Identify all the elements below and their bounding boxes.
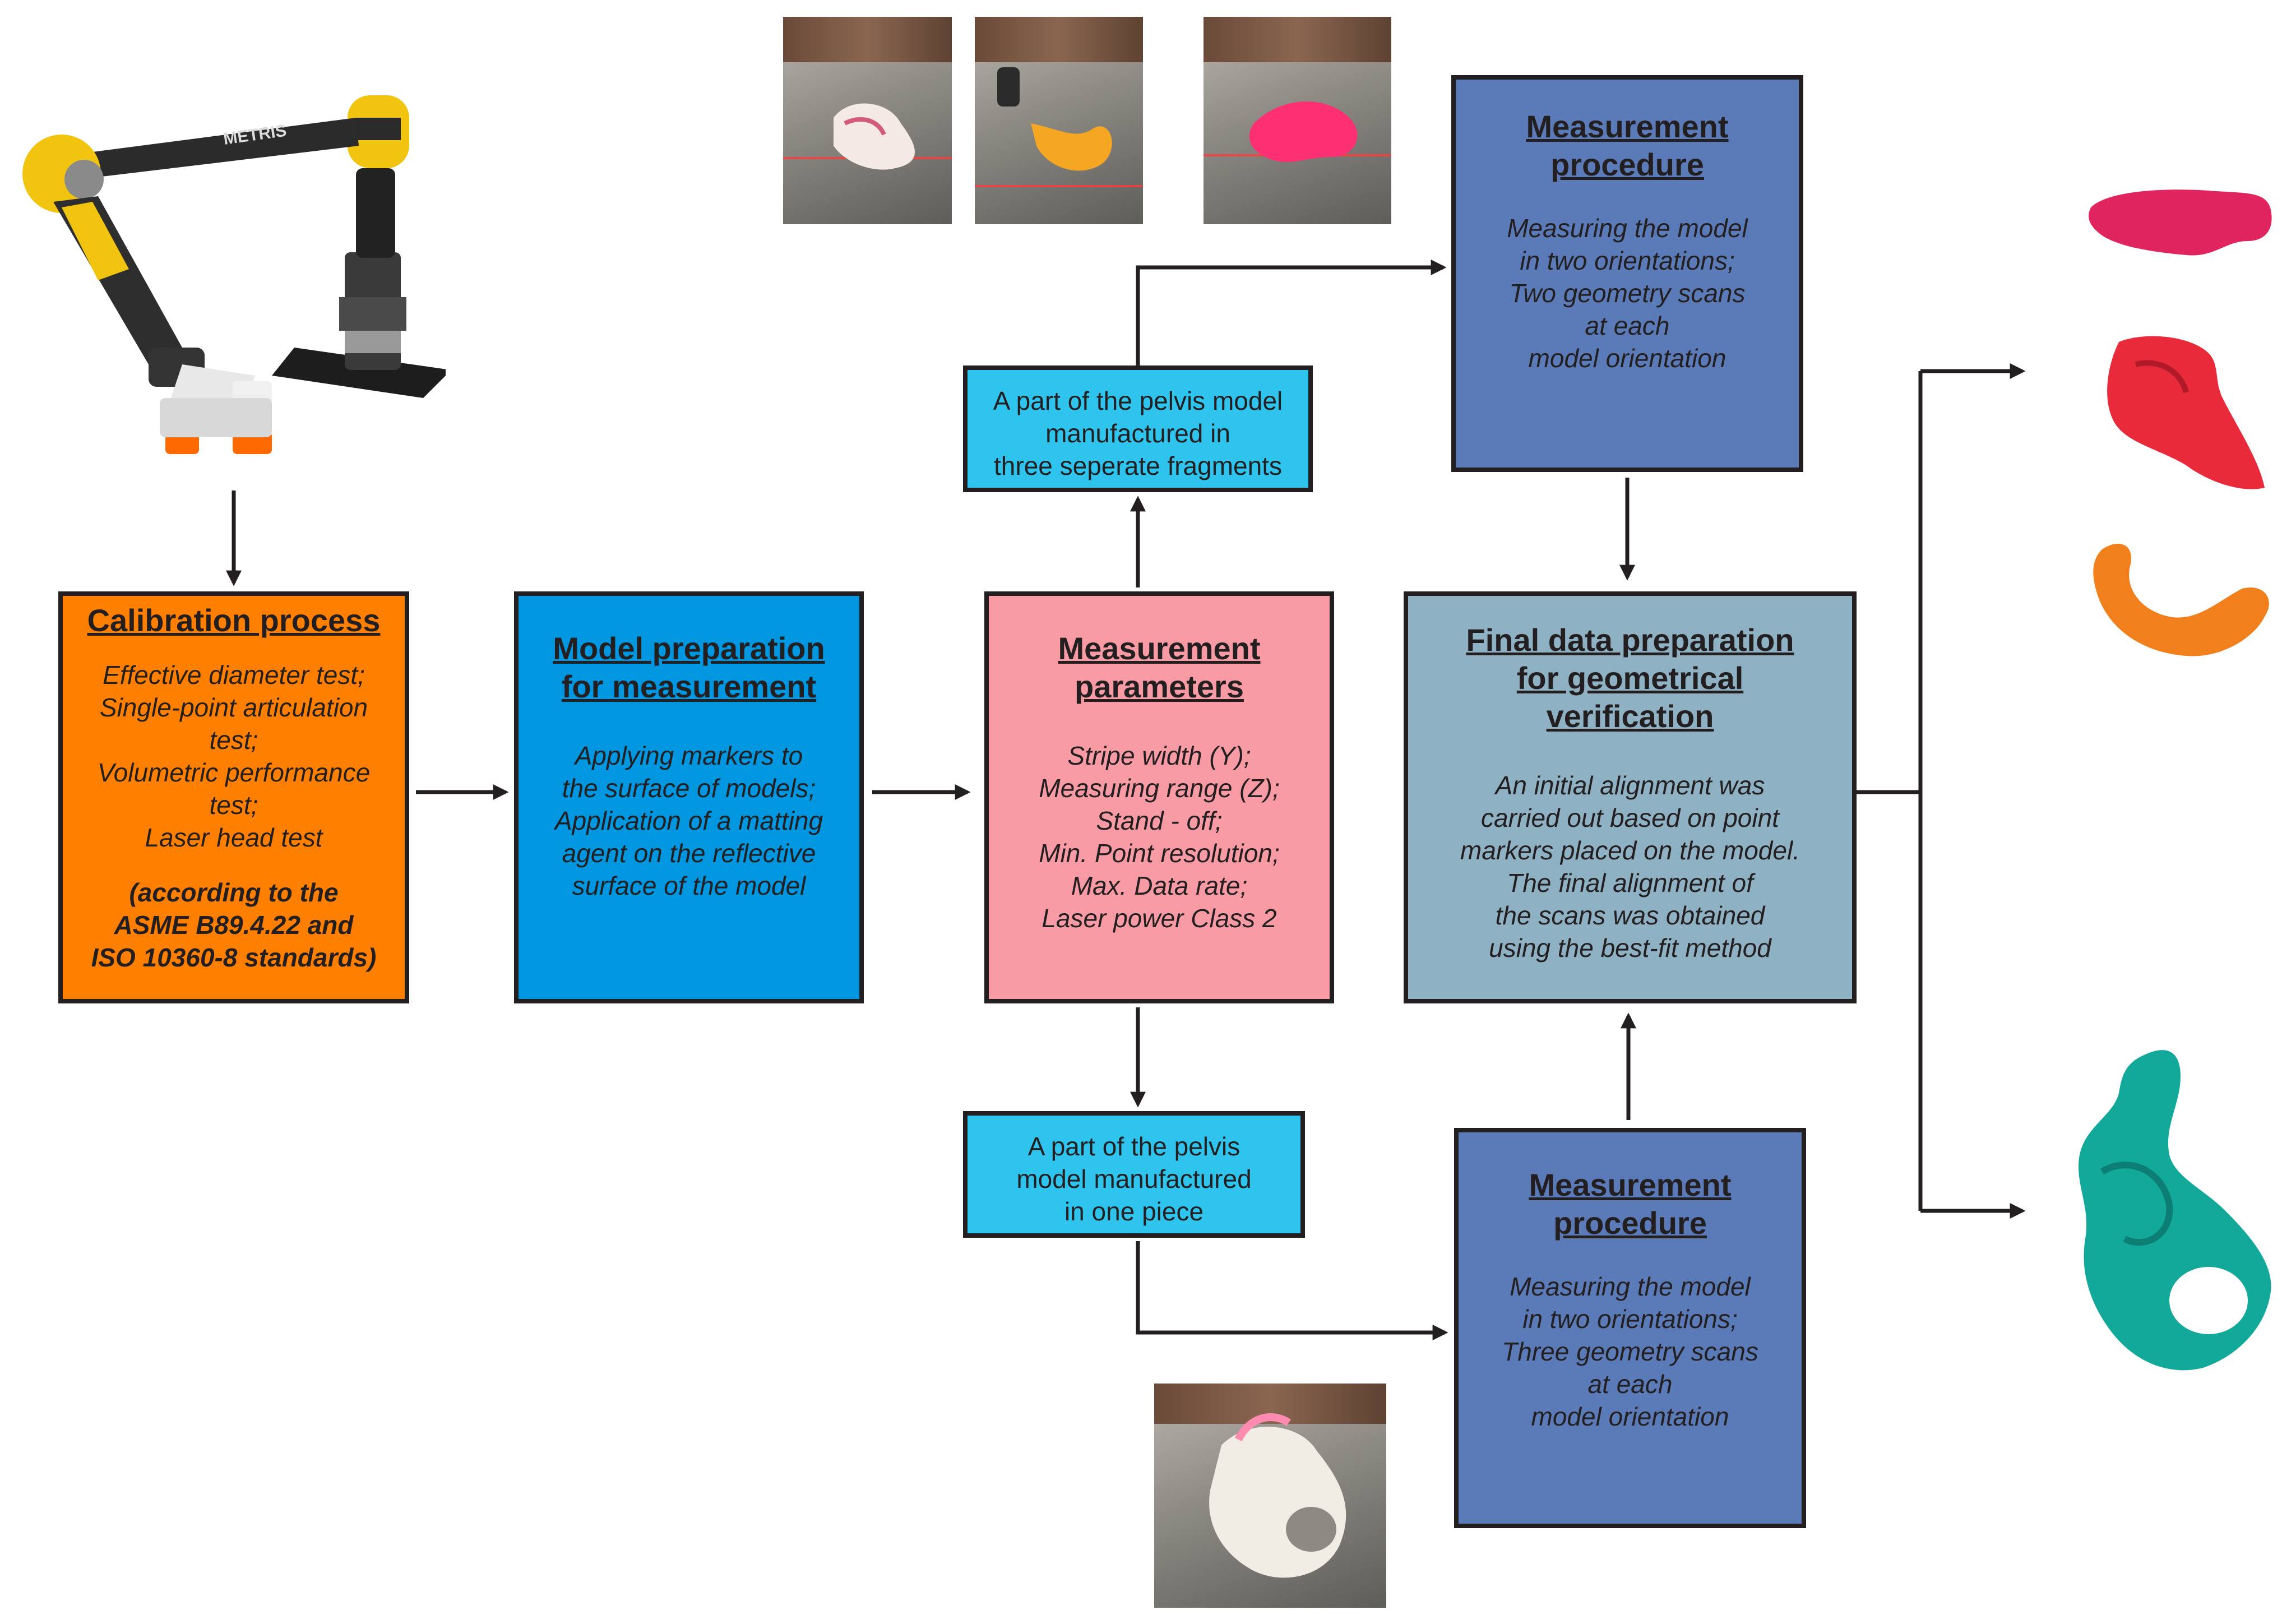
- model-preparation-body: Applying markers to the surface of model…: [554, 741, 823, 900]
- scanned-orange-fragment-icon: [2093, 544, 2269, 656]
- arrow-three-fragments-to-procedure-top: [1136, 260, 1447, 365]
- measurement-procedure-bottom-box: Measurement procedure Measuring the mode…: [1454, 1128, 1806, 1528]
- procedure-bottom-title: Measurement procedure: [1529, 1167, 1732, 1241]
- measurement-procedure-top-box: Measurement procedure Measuring the mode…: [1451, 75, 1803, 472]
- one-piece-box: A part of the pelvis model manufactured …: [963, 1111, 1305, 1238]
- scan-photo-orange-fragment: [975, 17, 1143, 224]
- model-preparation-box: Model preparation for measurement Applyi…: [514, 591, 864, 1003]
- calibration-standards-note: (according to the ASME B89.4.22 and ISO …: [91, 878, 377, 972]
- procedure-top-title: Measurement procedure: [1526, 109, 1729, 182]
- final-data-title: Final data preparation for geometrical v…: [1466, 622, 1794, 734]
- scan-photo-white-fragment: [783, 17, 952, 224]
- measurement-parameters-box: Measurement parameters Stripe width (Y);…: [984, 591, 1334, 1003]
- one-piece-text: A part of the pelvis model manufactured …: [1016, 1132, 1252, 1226]
- model-preparation-title: Model preparation for measurement: [553, 631, 825, 704]
- metris-measuring-arm-icon: METRIS: [22, 95, 446, 454]
- three-fragments-box: A part of the pelvis model manufactured …: [963, 365, 1313, 492]
- scanned-teal-pelvis-icon: [2078, 1050, 2271, 1371]
- final-data-body: An initial alignment was carried out bas…: [1460, 771, 1800, 963]
- arrow-one-piece-to-procedure-bottom: [1136, 1241, 1448, 1340]
- scan-photo-whole-pelvis: [1154, 1384, 1386, 1608]
- procedure-top-body: Measuring the model in two orientations;…: [1507, 214, 1748, 373]
- scanned-pink-fragment-icon: [2089, 189, 2272, 256]
- procedure-bottom-body: Measuring the model in two orientations;…: [1502, 1272, 1758, 1431]
- scan-photo-pink-fragment: [1204, 17, 1391, 224]
- three-fragments-text: A part of the pelvis model manufactured …: [993, 386, 1283, 480]
- calibration-body: Effective diameter test; Single-point ar…: [97, 660, 371, 852]
- calibration-process-box: Calibration process Effective diameter t…: [58, 591, 409, 1003]
- measurement-parameters-body: Stripe width (Y); Measuring range (Z); S…: [1039, 741, 1280, 933]
- calibration-title: Calibration process: [87, 603, 381, 638]
- scanned-red-fragment-icon: [2107, 336, 2265, 489]
- measurement-parameters-title: Measurement parameters: [1058, 631, 1261, 704]
- final-data-preparation-box: Final data preparation for geometrical v…: [1404, 591, 1857, 1003]
